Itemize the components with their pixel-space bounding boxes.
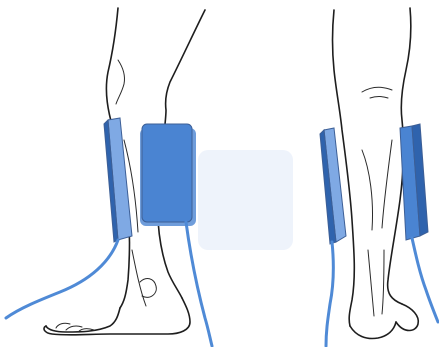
background-glow	[198, 150, 293, 250]
rear-leg-calf-detail	[362, 140, 392, 230]
side-foot-sole	[46, 308, 120, 332]
rear-foot-heel	[350, 322, 396, 339]
side-electrode-posterior	[104, 118, 132, 242]
side-view-leg	[6, 8, 212, 346]
rear-cable-right	[412, 238, 438, 322]
rear-leg-tendon-detail	[368, 250, 384, 316]
side-leg-tendon-detail	[132, 250, 146, 306]
rear-cable-left	[326, 242, 333, 346]
rear-leg-knee-crease	[362, 87, 392, 98]
rear-electrode-left	[320, 128, 346, 244]
rear-view-leg	[320, 8, 438, 346]
pad-face	[142, 124, 192, 222]
side-electrode-anterior	[140, 124, 196, 226]
side-cable-posterior	[6, 240, 118, 318]
rear-foot-forefoot	[396, 304, 418, 331]
side-leg-knee-detail	[116, 60, 125, 104]
rear-electrode-right	[400, 124, 428, 240]
